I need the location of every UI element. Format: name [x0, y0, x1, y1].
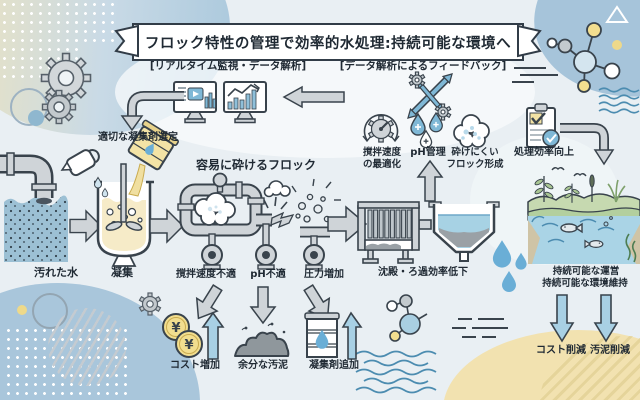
label-stir-optimization: 撹拌速度 の最適化	[362, 147, 401, 170]
arrow-to-cost	[195, 284, 223, 320]
feedback-arrows-icon	[407, 71, 453, 121]
label-fragile-floc: 容易に砕けるフロック	[195, 158, 316, 172]
mini-gear-icon	[434, 103, 452, 121]
triangle-outline-icon	[605, 5, 629, 23]
label-ph-control: pH管理	[410, 147, 446, 158]
molecule-icon-top-right	[546, 22, 621, 93]
label-sludge-reduction: 汚泥削減	[590, 345, 630, 356]
monitor-realtime-icon	[173, 81, 217, 124]
dash-lines-top-right	[512, 67, 558, 83]
up-arrow-blue	[341, 311, 363, 360]
label-cost-reduction: コスト削減	[536, 345, 586, 356]
monitor-analytics-icon	[223, 81, 267, 124]
grass-icon	[607, 179, 626, 203]
arrow-monitors-to-selection	[120, 91, 184, 132]
water-droplets-icon	[492, 240, 527, 292]
label-cost-increase: コスト増加	[170, 360, 220, 371]
sludge-pile-icon	[234, 322, 290, 357]
valve-wheel-icon	[212, 172, 228, 188]
stir-speed-gauge-icon	[362, 114, 400, 143]
circle-outline-bottom-left	[32, 293, 68, 329]
label-pressure-increase: 圧力増加	[304, 269, 344, 280]
fish-icon	[584, 239, 604, 249]
label-sediment-filter-decline: 沈殿・ろ過効率低下	[378, 267, 468, 278]
label-stir-improper: 撹拌速度不適	[176, 269, 236, 280]
dirty-water-pool	[0, 152, 68, 262]
filter-press-icon	[357, 201, 432, 264]
plant-icon	[534, 174, 626, 203]
arrow-sediment-to-feedback	[416, 159, 444, 202]
cost-coins-icon: ¥ ¥	[162, 311, 225, 360]
arrow-efficiency-to-river	[560, 123, 615, 166]
up-arrow-blue	[201, 311, 225, 360]
section-label-monitoring: [リアルタイム監視・データ解析]	[149, 60, 307, 72]
waves-top-right	[598, 87, 640, 114]
floc-cloud-icon	[194, 192, 236, 226]
label-coagulation: 凝集	[111, 266, 133, 279]
label-sustainable-environment: 持続可能な環境維持	[542, 278, 628, 289]
arrow-tank-to-pipes	[149, 208, 185, 244]
burst-arrow-icon	[270, 211, 295, 229]
ribbon-tail-right	[517, 24, 542, 58]
coagulant-jug-icon	[60, 149, 109, 198]
label-efficiency-up: 処理効率向上	[514, 147, 574, 158]
piping-circuit	[177, 172, 368, 270]
page-title: フロック特性の管理で効率的水処理:持続可能な環境へ	[132, 23, 524, 61]
floc-fragments-icon	[295, 193, 331, 223]
arrow-pipes-to-filter	[327, 205, 368, 243]
dot-yellow-bottom-left	[17, 305, 27, 315]
ribbon-tail-left	[114, 24, 139, 58]
coagulant-barrel-icon	[304, 311, 363, 360]
bird-icon	[551, 167, 587, 177]
title-banner: フロック特性の管理で効率的水処理:持続可能な環境へ	[114, 20, 542, 62]
label-dirty-water: 汚れた水	[34, 266, 78, 279]
arrow-feedback-to-monitors	[282, 85, 345, 109]
arrow-cost-reduction	[549, 294, 575, 343]
checklist-clipboard-icon	[526, 103, 560, 148]
molecule-icon-bottom	[386, 294, 428, 342]
dot-yellow-top-right	[612, 40, 622, 50]
coagulant-drum-icon	[127, 119, 179, 197]
label-strong-floc: 砕けにくい フロック形成	[446, 147, 504, 170]
strong-floc-icon	[453, 114, 490, 148]
dot-blue-top-left	[28, 110, 44, 126]
droplet-icon	[410, 112, 426, 136]
fish-icon	[560, 222, 583, 234]
arrow-to-coagulant-add	[303, 284, 331, 320]
dash-lines-bottom	[452, 318, 508, 338]
river-scene	[527, 167, 640, 264]
play-icon	[193, 91, 199, 97]
mini-gear-icon	[408, 71, 426, 89]
dot-grid-top-left-b	[72, 0, 114, 46]
burst-puff-icon	[263, 180, 291, 198]
droplet-icon	[419, 129, 433, 149]
inflow-pipe-icon	[0, 152, 57, 205]
monitoring-dashboards-icon	[173, 81, 267, 124]
arrow-to-sludge	[249, 286, 277, 325]
label-excess-sludge: 余分な汚泥	[238, 360, 288, 371]
seaweed-icon	[625, 233, 637, 263]
gear-icon-tiny	[138, 292, 162, 316]
label-sustainable-operation: 持続可能な運営	[552, 266, 620, 277]
ph-droplets-icon	[410, 111, 443, 149]
arrow-water-to-tank	[69, 209, 103, 243]
hatch-circle-bottom-left	[48, 308, 126, 386]
pump-icon	[201, 244, 325, 270]
label-coagulant-addition: 凝集剤追加	[309, 360, 359, 371]
droplet-icon	[145, 143, 154, 155]
droplet-icon	[429, 111, 443, 133]
arrow-sludge-reduction	[593, 294, 619, 343]
droplet-icon	[315, 329, 329, 349]
cattail-icon	[589, 174, 595, 202]
section-label-feedback: [データ解析によるフィードバック]	[339, 60, 507, 72]
label-coagulant-selection: 適切な凝集剤選定	[98, 132, 178, 143]
yen-symbol: ¥	[171, 321, 180, 336]
yen-symbol: ¥	[184, 338, 193, 353]
label-ph-improper: pH不適	[250, 269, 286, 280]
droplet-icon	[93, 176, 109, 198]
stirrer-blade-icon	[105, 221, 143, 231]
gear-icon-small	[41, 89, 77, 125]
waves-bottom	[355, 350, 437, 394]
sedimentation-tank-icon	[428, 201, 500, 262]
